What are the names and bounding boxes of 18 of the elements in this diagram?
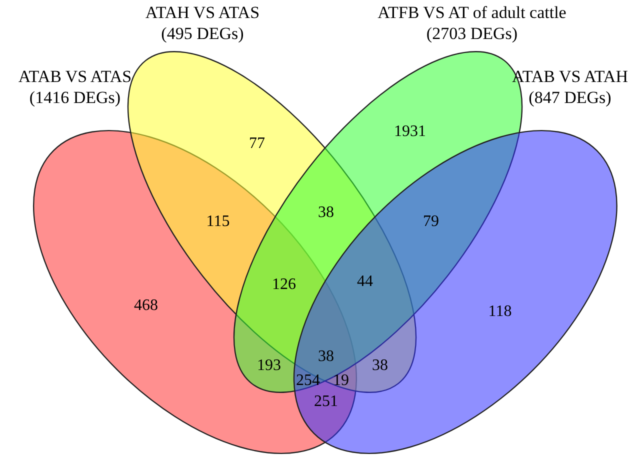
region-count: 115: [206, 213, 230, 231]
region-count: 38: [318, 348, 334, 366]
region-count: 19: [333, 372, 349, 390]
region-count: 126: [272, 276, 296, 294]
region-count: 1931: [394, 123, 426, 141]
region-count: 77: [249, 135, 265, 153]
region-count: 254: [296, 372, 320, 390]
region-count: 38: [318, 204, 334, 222]
set-title: ATAH VS ATAS (495 DEGs): [144, 2, 261, 44]
region-count: 251: [314, 393, 338, 411]
region-count: 44: [357, 273, 373, 291]
region-count: 468: [134, 297, 158, 315]
region-count: 118: [488, 303, 512, 321]
region-count: 38: [372, 357, 388, 375]
set-title: ATAB VS ATAS (1416 DEGs): [17, 66, 133, 108]
region-count: 193: [257, 357, 281, 375]
set-title: ATFB VS AT of adult cattle (2703 DEGs): [376, 2, 568, 44]
region-count: 79: [423, 213, 439, 231]
